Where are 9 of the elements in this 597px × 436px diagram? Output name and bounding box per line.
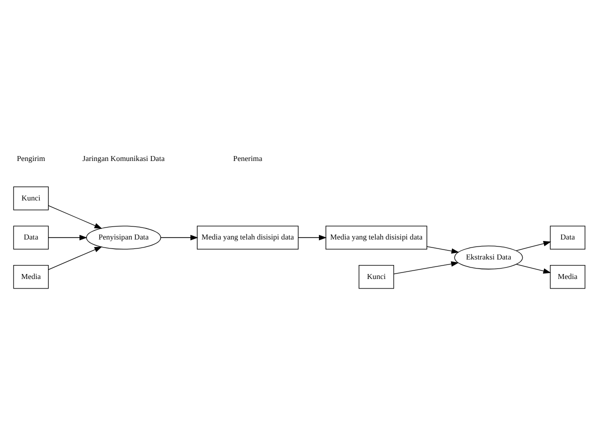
arrow [516, 264, 552, 274]
arrow [48, 205, 102, 229]
arrow [298, 234, 327, 240]
arrow [394, 261, 459, 274]
arrow [426, 246, 460, 254]
arrow [516, 240, 552, 251]
arrow [48, 246, 102, 270]
arrow [48, 234, 88, 240]
arrow [160, 234, 198, 240]
